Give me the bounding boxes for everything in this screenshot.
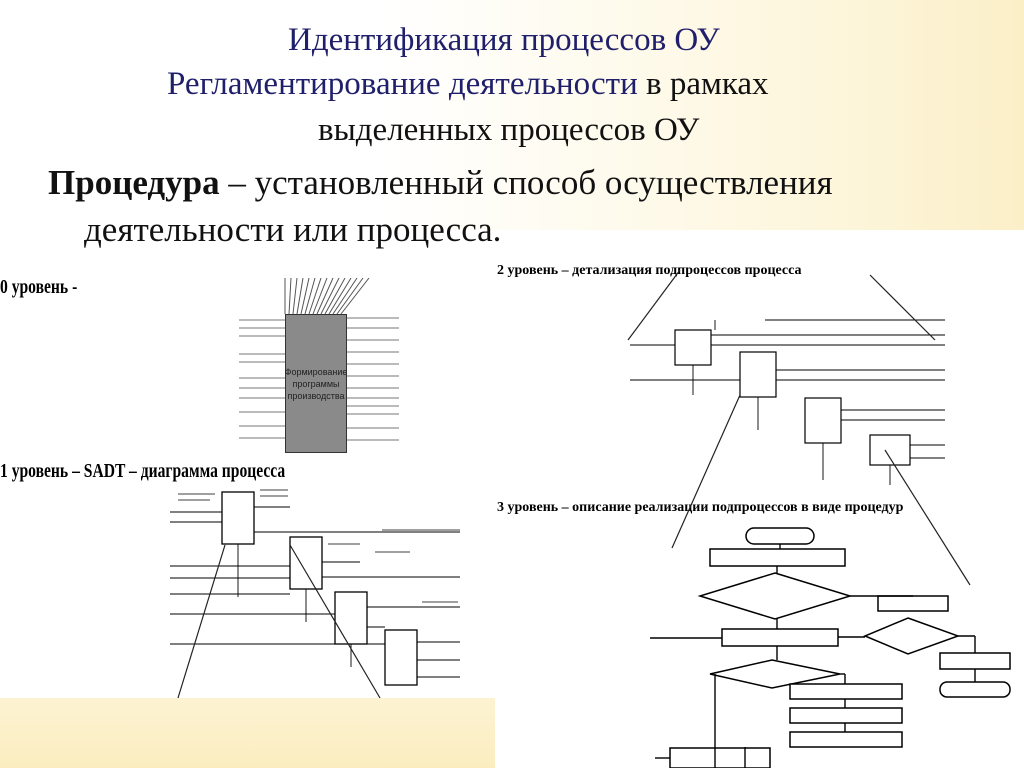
level-3-label: 3 уровень – описание реализации подпроце… [497, 500, 904, 515]
level-2-label: 2 уровень – детализация подпроцессов про… [497, 263, 802, 278]
slide-subtitle: Регламентирование деятельности в рамках [167, 66, 769, 103]
definition-text: Процедура – установленный способ осущест… [48, 163, 833, 203]
level-0-process-box: Формирование программы производства [285, 314, 347, 453]
level-0-label: 0 уровень - [0, 276, 78, 298]
slide-subtitle-line2: выделенных процессов ОУ [318, 112, 700, 148]
background-bottom-glow [0, 698, 495, 768]
slide-title: Идентификация процессов ОУ [288, 22, 720, 58]
level-3-flowchart [650, 527, 1011, 768]
background-glow [380, 0, 1024, 230]
definition-term: Процедура [48, 163, 220, 202]
subtitle-highlight: Регламентирование деятельности [167, 66, 638, 102]
definition-body: – установленный способ осуществления [219, 163, 833, 202]
subtitle-rest: в рамках [637, 66, 769, 102]
definition-text-line2: деятельности или процесса. [84, 210, 502, 249]
level-2-detail-diagram [630, 319, 945, 485]
level-0-context-diagram [239, 278, 399, 441]
level-1-label: 1 уровень – SADT – диаграмма процесса [0, 460, 286, 482]
level-1-sadt-diagram [170, 489, 460, 686]
